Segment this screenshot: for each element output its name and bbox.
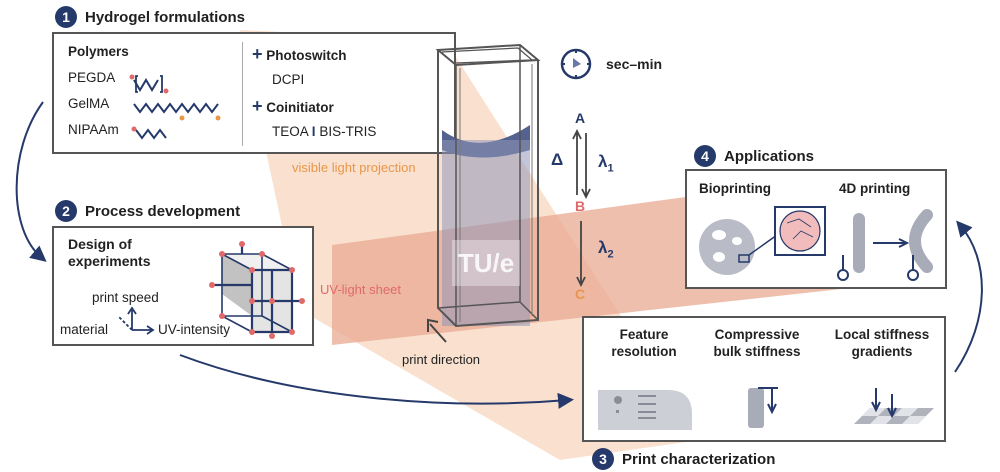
coinitiator-heading: + Coinitiator	[252, 96, 334, 116]
doe-axes-icon	[117, 306, 155, 335]
arrow-2-to-3	[179, 354, 574, 409]
state-a: A	[575, 110, 586, 126]
lambda2-label: λ2	[598, 238, 614, 261]
photoswitch-heading: + Photoswitch	[252, 44, 347, 64]
arrow-1-to-2	[15, 101, 47, 262]
coinitiator-values: TEOA I BIS-TRIS	[272, 124, 377, 139]
cuvette	[435, 43, 541, 328]
section-title: Hydrogel formulations	[85, 8, 246, 26]
print-direction-label: print direction	[402, 352, 481, 367]
polymer-pegda: PEGDA	[68, 70, 116, 85]
section-title: Process development	[85, 202, 241, 220]
curved-rod	[909, 209, 933, 273]
process-development-box: Design of experiments print speed materi…	[52, 226, 314, 346]
axis-uv-intensity: UV-intensity	[158, 322, 231, 337]
uv-light-sheet-label: UV-light sheet	[320, 282, 401, 297]
stiffness-gradient-icon	[854, 388, 934, 424]
4d-printing-label: 4D printing	[839, 181, 911, 196]
vertical-divider	[242, 42, 243, 146]
hydrogel-formulations-box: Polymers PEGDA GelMA NIPAAm + Photoswitc…	[52, 32, 456, 154]
polymers-heading: Polymers	[68, 44, 129, 59]
section-3-header: 3 Print characterization	[592, 448, 775, 470]
time-scale-label: sec–min	[606, 56, 663, 72]
section-number-badge: 4	[694, 145, 716, 167]
gelma-chain-icon	[133, 102, 221, 121]
axis-print-speed: print speed	[92, 290, 159, 305]
section-number-badge: 1	[55, 6, 77, 28]
resin-volume	[442, 140, 530, 326]
bioprinting-label: Bioprinting	[699, 181, 771, 196]
section-1-header: 1 Hydrogel formulations	[55, 6, 245, 28]
axis-material: material	[60, 322, 109, 337]
thermometer-icon	[837, 255, 849, 281]
4d-printing-icon	[837, 209, 933, 281]
photoswitch-value: DCPI	[272, 72, 305, 87]
straight-rod	[853, 213, 865, 273]
pegda-chain-icon	[129, 74, 169, 94]
thermometer-icon	[907, 255, 919, 281]
section-number-badge: 2	[55, 200, 77, 222]
polymer-nipaam: NIPAAm	[68, 122, 119, 137]
state-c: C	[575, 286, 586, 302]
resolution-target-icon	[598, 390, 692, 430]
visible-light-label: visible light projection	[292, 160, 416, 175]
nipaam-chain-icon	[131, 126, 167, 140]
bioprinting-scaffold-icon	[699, 206, 826, 275]
section-title: Print characterization	[622, 450, 776, 468]
doe-cube-icon	[209, 241, 305, 339]
print-direction-arrow	[427, 318, 447, 343]
section-number-badge: 3	[592, 448, 614, 470]
plus-icon: +	[252, 96, 263, 116]
section-4-header: 4 Applications	[694, 145, 814, 167]
polymer-gelma: GelMA	[68, 96, 110, 111]
polymer-chain-icons	[129, 74, 221, 140]
plus-icon: +	[252, 44, 263, 64]
arrow-3-to-4	[954, 220, 983, 373]
clock-icon	[560, 48, 592, 80]
lambda1-label: λ1	[598, 152, 614, 175]
applications-box: Bioprinting 4D printing	[685, 169, 947, 289]
section-title: Applications	[724, 147, 815, 165]
tue-logo: TU/e	[452, 240, 520, 286]
delta-thermal-label: Δ	[551, 150, 564, 169]
state-b: B	[575, 198, 586, 214]
section-2-header: 2 Process development	[55, 200, 240, 222]
doe-title: Design of experiments	[68, 236, 151, 269]
state-transition-arrows	[572, 128, 591, 288]
compressive-stiffness-icon	[748, 387, 778, 428]
